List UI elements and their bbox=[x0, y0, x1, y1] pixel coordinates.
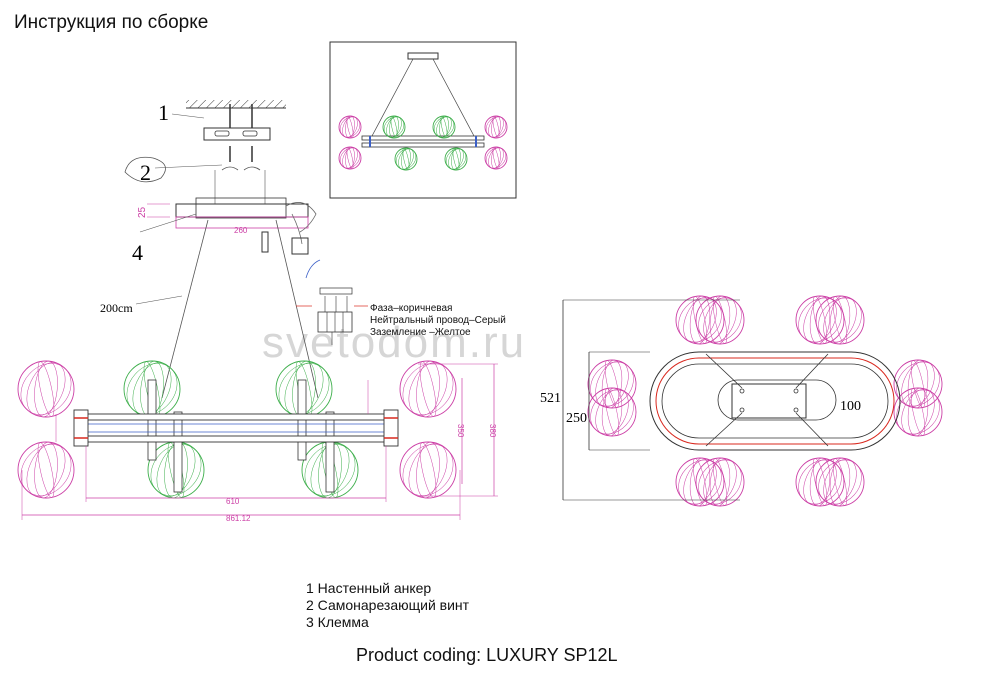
globe-shade-icon bbox=[815, 457, 865, 507]
globe-holder bbox=[325, 411, 335, 493]
globe-shade-icon bbox=[17, 441, 75, 499]
parts-legend: 1 Настенный анкер 2 Самонарезающий винт … bbox=[306, 580, 469, 631]
globe-shade-icon bbox=[394, 147, 418, 171]
callout-1: 1 bbox=[158, 100, 169, 125]
dim-260: 260 bbox=[234, 226, 248, 235]
globe-shade-icon bbox=[399, 441, 457, 499]
thumbnail-view bbox=[329, 41, 517, 199]
globe-shade-icon bbox=[695, 457, 745, 507]
dim-610: 610 bbox=[226, 497, 240, 506]
top-view bbox=[562, 295, 943, 507]
globe-shade-icon bbox=[444, 147, 468, 171]
legend-item-anchor: 1 Настенный анкер bbox=[306, 580, 432, 596]
dim-cable: 200cm bbox=[100, 301, 133, 315]
dim-250: 250 bbox=[566, 411, 587, 426]
ceiling-mount bbox=[124, 100, 319, 399]
globe-shade-icon bbox=[484, 115, 508, 139]
globe-shade-icon bbox=[399, 360, 457, 418]
globe-shade-icon bbox=[338, 115, 362, 139]
globe-shade-icon bbox=[893, 387, 943, 437]
dim-100: 100 bbox=[840, 399, 861, 414]
dim-380: 380 bbox=[488, 424, 497, 438]
dim-350: 350 bbox=[456, 424, 465, 438]
globe-shade-icon bbox=[432, 115, 456, 139]
globe-shade-icon bbox=[815, 295, 865, 345]
globe-shade-icon bbox=[338, 146, 362, 170]
product-coding: Product coding: LUXURY SP12L bbox=[356, 645, 618, 665]
dim-861: 861.12 bbox=[226, 514, 251, 523]
legend-item-screw: 2 Самонарезающий винт bbox=[306, 597, 470, 613]
globe-shade-icon bbox=[695, 295, 745, 345]
dim-521: 521 bbox=[540, 391, 561, 406]
globe-holder bbox=[173, 411, 183, 493]
terminal-detail bbox=[296, 259, 368, 345]
wiring-phase: Фаза–коричневая bbox=[370, 303, 453, 314]
front-view bbox=[17, 360, 498, 520]
watermark: svetodom.ru bbox=[262, 318, 527, 367]
globe-shade-icon bbox=[587, 387, 637, 437]
globe-shade-icon bbox=[893, 359, 943, 409]
wiring-note: Фаза–коричневая Нейтральный провод–Серый… bbox=[370, 303, 506, 339]
globe-shade-icon bbox=[587, 359, 637, 409]
dim-25: 25 bbox=[137, 206, 148, 218]
globe-shade-icon bbox=[795, 457, 845, 507]
globe-shade-icon bbox=[484, 146, 508, 170]
legend-item-terminal: 3 Клемма bbox=[306, 614, 369, 630]
wiring-ground: Заземление –Желтое bbox=[370, 327, 471, 338]
callout-4: 4 bbox=[132, 240, 143, 265]
globe-shade-icon bbox=[382, 115, 406, 139]
globe-shade-icon bbox=[17, 360, 75, 418]
page-title: Инструкция по сборке bbox=[14, 12, 209, 33]
callout-2: 2 bbox=[140, 160, 151, 185]
wiring-neutral: Нейтральный провод–Серый bbox=[370, 315, 506, 326]
